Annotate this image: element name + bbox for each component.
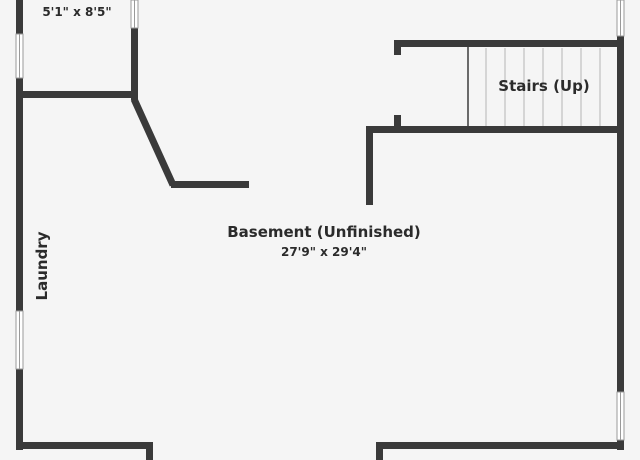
window-top-small-room [130, 0, 139, 29]
stair-edge [467, 44, 469, 130]
stairs-top-wall [394, 40, 624, 47]
angled-wall [130, 97, 177, 187]
laundry-label: Laundry [33, 231, 51, 300]
outer-left-wall [16, 0, 23, 450]
window-right-bottom [616, 391, 625, 441]
small-room-right-wall [131, 28, 138, 100]
bottom-wall-left [16, 442, 153, 449]
basement-label: Basement (Unfinished) [227, 223, 421, 241]
stairs-bottom-wall [366, 126, 624, 133]
bottom-wall-left-stub [146, 442, 153, 460]
stairs-left-vertical-wall [366, 126, 373, 205]
outer-right-wall [617, 0, 624, 450]
small-room-dimensions: 5'1" x 8'5" [42, 5, 111, 19]
basement-dimensions: 27'9" x 29'4" [281, 245, 367, 259]
bottom-wall-right-stub [376, 442, 383, 460]
stair-treads [485, 48, 601, 127]
stairs-top-left-stub [394, 40, 401, 55]
interior-wall-stub [171, 181, 249, 188]
window-left-top [15, 33, 24, 79]
small-room-bottom-wall [16, 91, 135, 98]
walls [16, 0, 624, 460]
stairs-bottom-left-stub [394, 115, 401, 130]
window-left-bottom [15, 310, 24, 370]
window-right-top [616, 0, 625, 37]
bottom-wall-right [376, 442, 624, 449]
stairs-label: Stairs (Up) [498, 77, 589, 95]
